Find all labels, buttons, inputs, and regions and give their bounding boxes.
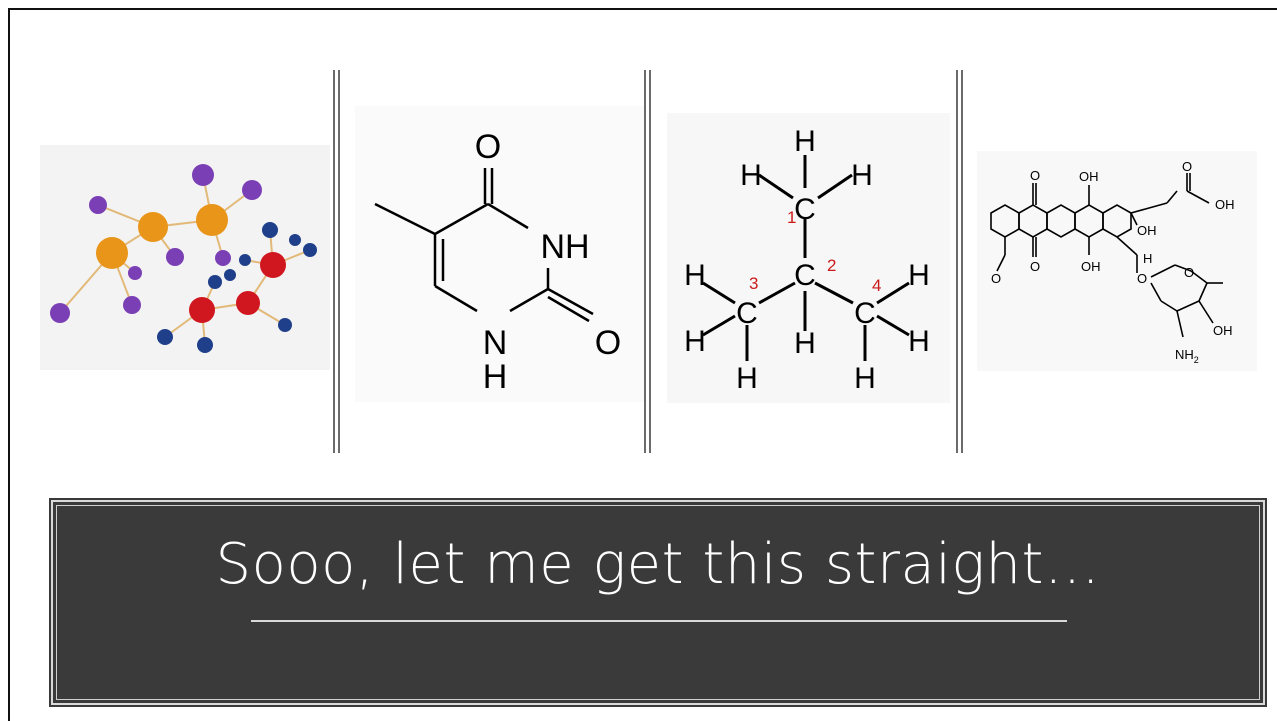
isobutane-c4: C bbox=[854, 297, 876, 330]
thymine-n-label: N bbox=[483, 324, 508, 362]
isobutane-c1: C bbox=[794, 193, 816, 226]
thymine-structure-image: O NH O N H bbox=[355, 106, 645, 402]
isobutane-h-c3-bottom: H bbox=[736, 362, 758, 395]
isobutane-h-right-top: H bbox=[908, 259, 930, 292]
doxorubicin-o-3: O bbox=[1030, 259, 1040, 274]
thymine-bottom-oxygen: O bbox=[595, 324, 621, 362]
isobutane-structure-image: H H H C C C C H H H H H H H 1 2 3 4 bbox=[667, 113, 950, 403]
isobutane-h-c4-bottom: H bbox=[854, 362, 876, 395]
doxorubicin-o-6: O bbox=[1184, 265, 1194, 280]
isobutane-h-top: H bbox=[794, 125, 816, 158]
divider-3 bbox=[956, 70, 963, 453]
doxorubicin-o-5: O bbox=[1137, 271, 1147, 286]
doxorubicin-oh-5: OH bbox=[1213, 323, 1233, 338]
doxorubicin-nh2: NH2 bbox=[1175, 347, 1199, 365]
slide: O NH O N H bbox=[8, 8, 1277, 721]
isobutane-h-right-bottom: H bbox=[908, 325, 930, 358]
isobutane-label-3: 3 bbox=[749, 274, 758, 293]
isobutane-h-c2-bottom: H bbox=[794, 327, 816, 360]
doxorubicin-oh-1: OH bbox=[1079, 169, 1099, 184]
divider-2 bbox=[644, 70, 651, 453]
isobutane-label-4: 4 bbox=[872, 276, 881, 295]
thymine-h-label: H bbox=[483, 358, 508, 396]
doxorubicin-o-2: O bbox=[1182, 159, 1192, 174]
doxorubicin-h: H bbox=[1143, 251, 1152, 266]
isobutane-label-2: 2 bbox=[827, 256, 836, 275]
thymine-nh-label: NH bbox=[540, 228, 589, 266]
isobutane-h-top-left: H bbox=[740, 159, 762, 192]
slide-title: Sooo, let me get this straight… bbox=[215, 532, 1101, 597]
doxorubicin-oh-2: OH bbox=[1215, 197, 1235, 212]
isobutane-c2: C bbox=[794, 259, 816, 292]
divider-1 bbox=[333, 70, 340, 453]
isobutane-h-left-bottom: H bbox=[684, 325, 706, 358]
title-underline bbox=[251, 620, 1067, 622]
thymine-top-oxygen: O bbox=[475, 128, 501, 166]
doxorubicin-structure-image: O OH O OH OH O OH O H O O OH NH2 bbox=[977, 151, 1257, 371]
ball-stick-molecule-image bbox=[40, 145, 330, 370]
title-banner-inner-border bbox=[56, 505, 1260, 700]
isobutane-h-top-right: H bbox=[851, 159, 873, 192]
doxorubicin-o-1: O bbox=[1030, 168, 1040, 183]
doxorubicin-oh-3: OH bbox=[1137, 223, 1157, 238]
isobutane-c3: C bbox=[736, 297, 758, 330]
doxorubicin-o-4: O bbox=[991, 271, 1001, 286]
doxorubicin-oh-4: OH bbox=[1081, 259, 1101, 274]
title-banner: Sooo, let me get this straight… bbox=[49, 498, 1267, 707]
isobutane-h-left-top: H bbox=[684, 259, 706, 292]
isobutane-label-1: 1 bbox=[787, 208, 796, 227]
